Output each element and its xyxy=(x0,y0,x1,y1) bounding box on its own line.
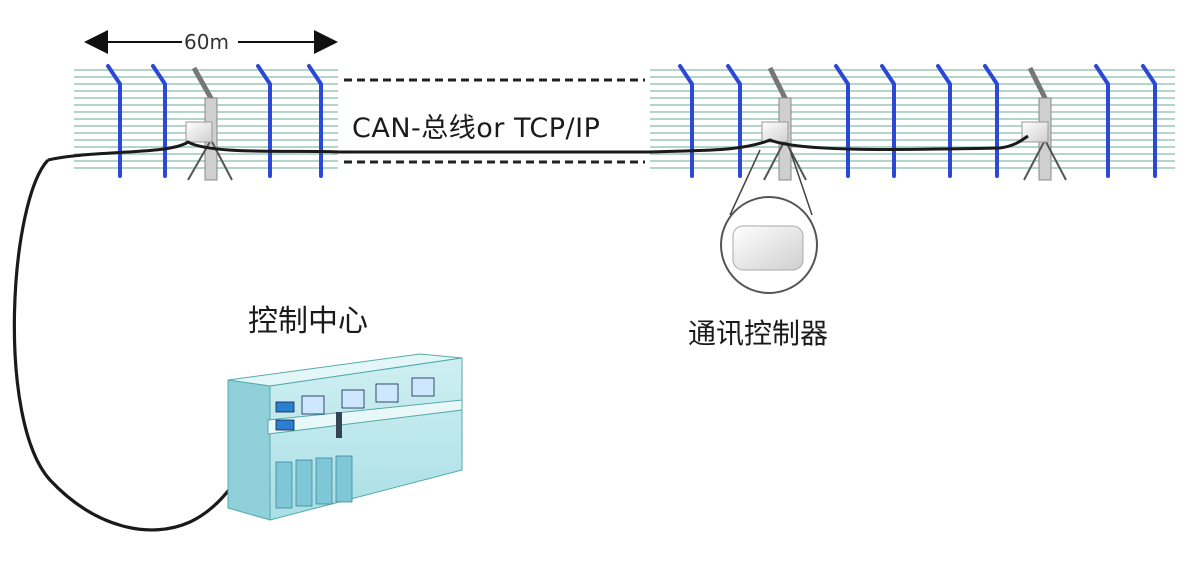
cable-to-control-center xyxy=(12,158,252,532)
controller-zoom-callout xyxy=(720,149,818,294)
comm-controller-label: 通讯控制器 xyxy=(688,317,829,350)
fence-section-right xyxy=(650,64,1175,181)
bus-dashed-lines xyxy=(344,78,645,164)
sensor-tower-2 xyxy=(761,66,807,181)
sensor-tower-3 xyxy=(1021,66,1067,181)
distance-label: 60m xyxy=(184,30,229,54)
bus-cable xyxy=(47,134,1029,162)
sensor-tower-1 xyxy=(185,66,233,181)
control-center-console xyxy=(227,353,463,521)
bus-label: CAN-总线or TCP/IP xyxy=(352,113,601,144)
fence-section-left xyxy=(74,64,338,181)
control-center-label: 控制中心 xyxy=(248,304,368,339)
